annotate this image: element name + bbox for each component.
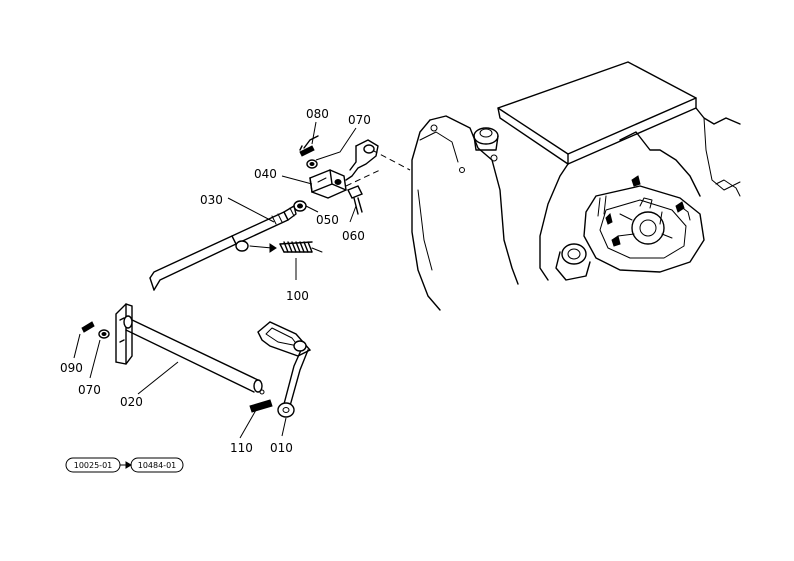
callout-040: 040 xyxy=(254,167,277,181)
rod-030 xyxy=(149,205,297,291)
callouts: 080 070 040 030 050 060 100 090 070 020 … xyxy=(60,107,371,455)
nut-050 xyxy=(293,200,307,212)
pin-110 xyxy=(249,399,273,413)
serial-from: 10025-01 xyxy=(74,461,113,470)
transmission-housing xyxy=(411,61,741,311)
callout-050: 050 xyxy=(316,213,339,227)
arrow-right-icon xyxy=(125,461,132,469)
pedal-arm-010 xyxy=(257,321,312,418)
spring-100 xyxy=(235,240,323,253)
callout-010: 010 xyxy=(270,441,293,455)
callout-070-left: 070 xyxy=(78,383,101,397)
cross-shaft-020 xyxy=(115,303,265,395)
serial-range-indicator: 10025-01 10484-01 xyxy=(65,457,184,473)
washer-070-left xyxy=(98,329,110,339)
pin-080 xyxy=(299,135,319,157)
callout-090: 090 xyxy=(60,361,83,375)
callout-070-upper: 070 xyxy=(348,113,371,127)
callout-020: 020 xyxy=(120,395,143,409)
bolt-060 xyxy=(347,185,363,215)
callout-110: 110 xyxy=(230,441,253,455)
serial-to-box xyxy=(130,457,184,473)
pin-090 xyxy=(81,321,95,333)
callout-100: 100 xyxy=(286,289,309,303)
bracket-upper xyxy=(345,139,379,181)
clevis-040 xyxy=(309,169,347,199)
leader-lines xyxy=(73,121,357,439)
alignment-lines xyxy=(345,149,411,187)
callout-060: 060 xyxy=(342,229,365,243)
washer-070-upper xyxy=(306,159,318,169)
callout-080: 080 xyxy=(306,107,329,121)
callout-030: 030 xyxy=(200,193,223,207)
serial-to: 10484-01 xyxy=(138,461,177,470)
